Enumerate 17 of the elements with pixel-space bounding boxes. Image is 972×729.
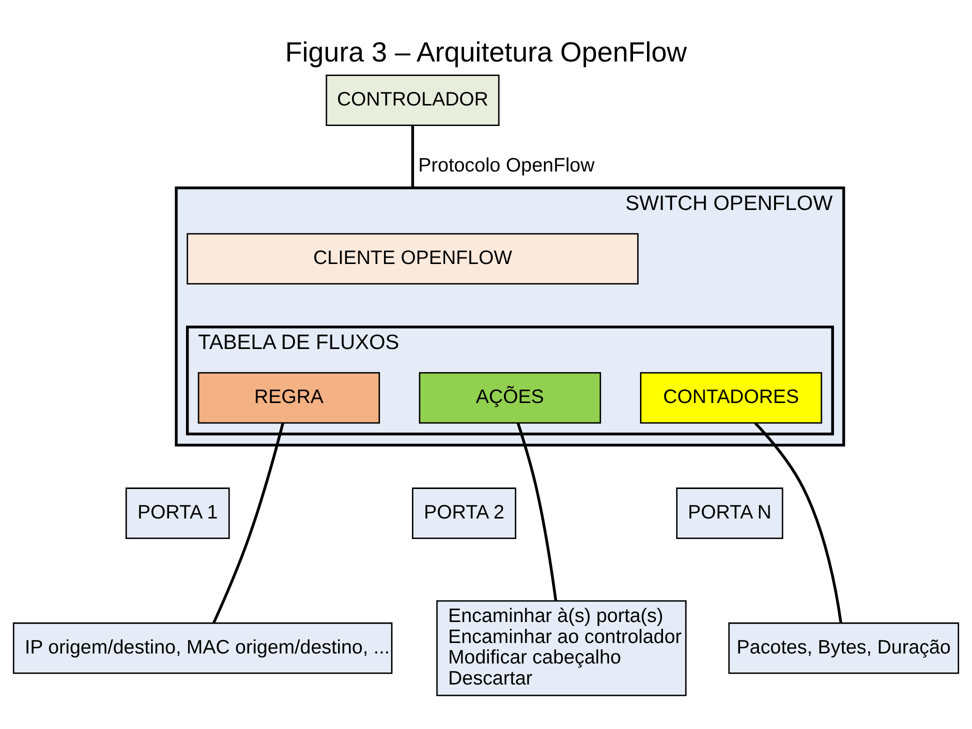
node-box: PORTA 2 bbox=[412, 488, 516, 539]
connector bbox=[411, 125, 414, 188]
node-box: CLIENTE OPENFLOW bbox=[186, 233, 639, 285]
node-box: PORTA 1 bbox=[126, 488, 230, 539]
connector bbox=[516, 422, 558, 601]
node-box: AÇÕES bbox=[418, 372, 602, 424]
edge-label: Protocolo OpenFlow bbox=[418, 154, 595, 176]
node-box: CONTADORES bbox=[640, 372, 822, 424]
connector bbox=[754, 422, 842, 624]
node-box: Pacotes, Bytes, Duração bbox=[728, 622, 960, 674]
node-box: REGRA bbox=[198, 372, 380, 424]
connector bbox=[212, 422, 284, 624]
diagram-title: Figura 3 – Arquitetura OpenFlow bbox=[285, 36, 687, 68]
node-box: PORTA N bbox=[676, 488, 784, 539]
node-box: IP origem/destino, MAC origem/destino, ... bbox=[12, 622, 392, 674]
node-box: CONTROLADOR bbox=[326, 74, 500, 126]
node-box: Encaminhar à(s) porta(s) Encaminhar ao controlador Modificar cabeçalho Descartar bbox=[436, 600, 687, 696]
